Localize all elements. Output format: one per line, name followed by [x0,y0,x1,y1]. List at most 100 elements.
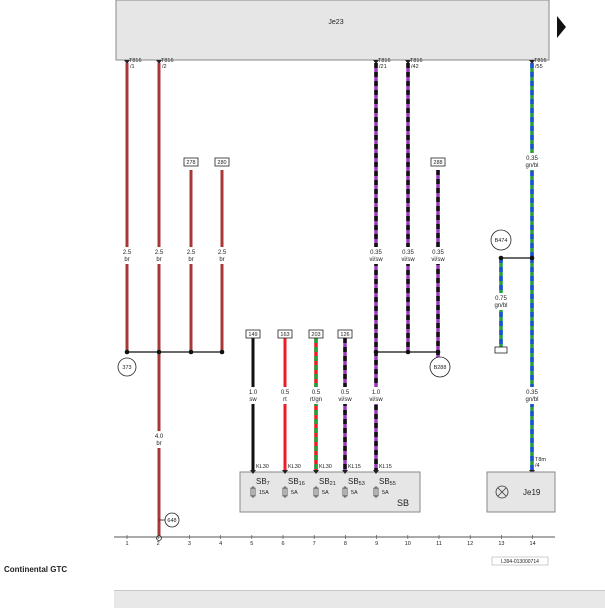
wire-size-label: 2.5 [218,250,227,256]
reference-number: 149 [248,332,257,338]
t8m-label: T8m/4 [535,457,546,469]
fuse-amperage: 5A [291,490,298,496]
grid-number: 9 [375,541,378,547]
junction-dot [498,255,504,261]
pin-number: /55 [535,64,543,70]
terminal-label: KL30 [288,464,301,470]
wire-color-label: br [124,257,129,263]
pin-number: /1 [130,64,135,70]
connection-node [429,356,451,378]
wire-color-label: br [156,441,161,447]
wire-color-label: vi/sw [369,397,383,403]
wire-color-label: vi/sw [338,397,352,403]
wire-color-label: br [188,257,193,263]
wire-color-label: vi/sw [369,257,383,263]
next-page-arrow-icon[interactable] [557,16,566,38]
wire-size-label: 4.0 [155,434,164,440]
fuse-name: SB21 [319,477,336,487]
reference-box [245,329,261,339]
fuse-amperage: 15A [259,490,269,496]
terminal-label: KL15 [379,464,392,470]
node-label: B288 [434,365,447,371]
wire-size-label: 2.5 [155,250,164,256]
grid-number: 5 [250,541,253,547]
lamp-icon [495,485,509,499]
grid-number: 14 [530,541,536,547]
fuse-arrow-icon [250,470,256,474]
terminal-box [494,346,508,354]
wire-label-bg [304,387,328,404]
grid-number: 4 [219,541,222,547]
junction-dot [373,349,379,355]
control-unit-label: Je23 [328,19,343,26]
wire-size-label: 0.35 [370,250,382,256]
reference-number: 126 [340,332,349,338]
junction-dot [529,255,535,261]
reference-number: 278 [186,160,195,166]
node-label: B474 [495,238,508,244]
junction-dot [405,349,411,355]
fuse-arrow-icon [282,470,288,474]
pin-label: T816 [410,58,423,64]
reference-number: 288 [433,160,442,166]
terminal-label: KL30 [319,464,332,470]
reference-box [337,329,353,339]
wire-size-label: 1.0 [249,390,258,396]
fuse-name: SB55 [379,477,396,487]
wire-color-label: rt [283,397,287,403]
grid-number: 11 [436,541,442,547]
wire-size-label: 2.5 [123,250,132,256]
wire-label-bg [179,247,203,264]
wire-label-bg [241,387,265,404]
reference-number: 163 [280,332,289,338]
junction-dot [435,349,441,355]
wire-size-label: 0.35 [402,250,414,256]
fuse-number: 16 [299,481,305,487]
pin-label: T816 [534,58,547,64]
wire-size-label: 0.5 [281,390,290,396]
fuse-number: 53 [359,481,365,487]
wire-label-bg [364,247,388,264]
grid-number: 13 [498,541,504,547]
footer-bar [114,590,605,608]
reference-box [308,329,324,339]
wire-label-bg [396,247,420,264]
fuse-number: 7 [267,481,270,487]
wire-label-bg [426,247,450,264]
node-label: 373 [122,365,131,371]
wire-size-label: 1.0 [372,390,381,396]
wire-label-bg [520,153,544,170]
reference-number: 203 [311,332,320,338]
ground-terminal [156,535,162,541]
connection-node [490,229,512,251]
reference-box [183,157,199,167]
fuse-arrow-icon [373,470,379,474]
wire-label-bg [210,247,234,264]
junction-dot [188,349,194,355]
wire-size-label: 0.35 [526,390,538,396]
fuse-name: SB7 [256,477,270,487]
terminal-label: KL30 [256,464,269,470]
wire-color-label: sw [249,397,257,403]
wire-label-bg [364,387,388,404]
junction-dot [156,349,162,355]
grid-number: 12 [467,541,473,547]
wire-size-label: 0.5 [312,390,321,396]
fuse-name: SB16 [288,477,305,487]
wire-label-bg [147,247,171,264]
wire-color-label: gn/bl [525,397,538,403]
module-j519-box [486,471,556,513]
model-name: Continental GTC [4,565,68,574]
pin-label: T816 [378,58,391,64]
pin-arrow-icon [156,60,162,64]
pin-number: /21 [379,64,387,70]
fuse-amperage: 5A [322,490,329,496]
wire-label-bg [489,293,513,310]
fuse-arrow-icon [342,470,348,474]
document-number: L394-013000714 [501,559,539,565]
pin-arrow-icon [373,60,379,64]
